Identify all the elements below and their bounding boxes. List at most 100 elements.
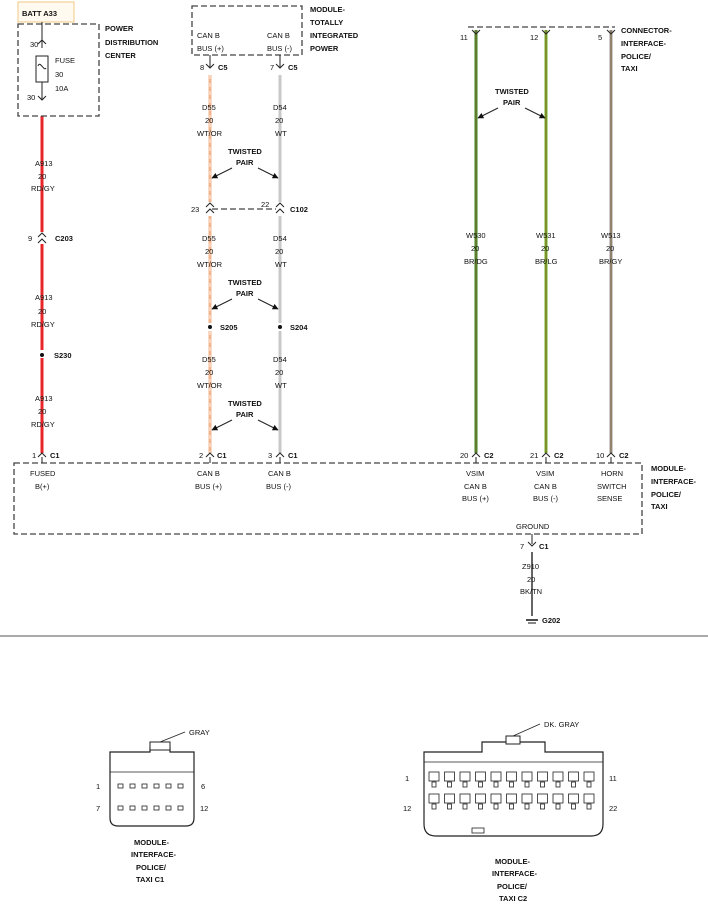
mip-pin3-name-1: CAN B	[268, 469, 291, 478]
mip-pin10-name-1: HORN	[601, 469, 623, 478]
w513-gauge: 20	[606, 244, 614, 253]
c2-name-1: MODULE-	[495, 857, 530, 866]
c2-cavity-latch	[493, 781, 499, 788]
mip-pin2-symbol	[205, 452, 215, 458]
mip-pin20-name-1: VSIM	[466, 469, 484, 478]
conn-top-name-3: POLICE/	[621, 52, 652, 61]
tipm-pin-b-name-2: BUS (-)	[267, 44, 293, 53]
mip-pin10-symbol	[606, 452, 616, 458]
s204-label: S204	[290, 323, 308, 332]
c2-cavity-latch	[462, 803, 468, 810]
tipm-pin-a-name-2: BUS (+)	[197, 44, 224, 53]
tipm-pin-b-name-1: CAN B	[267, 31, 290, 40]
d55-id-1: D55	[202, 103, 216, 112]
twisted-2-arrow-left	[211, 298, 233, 310]
conn-top-pin-5-symbol	[606, 29, 616, 35]
c2-cavity	[475, 793, 486, 804]
mip-pin20-conn: C2	[484, 451, 494, 460]
d54-gauge-1: 20	[275, 116, 283, 125]
d54-id-2: D54	[273, 234, 287, 243]
c2-cavity	[552, 771, 564, 782]
c2-cavity	[521, 793, 533, 804]
mip-pin21-name-2: CAN B	[534, 482, 557, 491]
a913-color-3: RD/GY	[31, 420, 55, 429]
c1-name-1: MODULE-	[134, 838, 169, 847]
twisted-3-line-2: PAIR	[236, 410, 254, 419]
c2-cavity-latch	[586, 781, 592, 788]
c203-symbol-top	[37, 232, 47, 238]
z910-gauge: 20	[527, 575, 535, 584]
mip-pin20-num: 20	[460, 451, 468, 460]
d54-color-1: WT	[275, 129, 287, 138]
tipm-pin-b-conn: C5	[288, 63, 298, 72]
splice-s204	[278, 325, 282, 329]
c2-cavity	[537, 771, 548, 782]
c2-cavity	[583, 793, 595, 804]
c203-symbol-bottom	[37, 238, 47, 244]
c2-cavity	[521, 771, 533, 782]
c2-cavity-latch	[447, 803, 452, 810]
fuse-element	[37, 63, 47, 70]
c203-label: C203	[55, 234, 73, 243]
tipm-pin-a-name-1: CAN B	[197, 31, 220, 40]
c2-cavity-latch	[447, 781, 452, 788]
c2-cavity-latch	[524, 781, 530, 788]
c2-cavity	[459, 793, 471, 804]
c2-pin-tr: 11	[609, 774, 617, 783]
mip-pin10-name-3: SENSE	[597, 494, 622, 503]
w530-id: W530	[466, 231, 486, 240]
pdc-name-1: POWER	[105, 24, 134, 33]
mip-pin2-conn: C1	[217, 451, 227, 460]
a913-id-2: A913	[35, 293, 53, 302]
c1-pin-tl: 1	[96, 782, 100, 791]
c2-cavity-latch	[493, 803, 499, 810]
connector-view-c2	[423, 723, 604, 837]
c1-pin-tr: 6	[201, 782, 205, 791]
c2-cavity	[428, 771, 440, 782]
tipm-box	[191, 5, 303, 56]
c2-cavity-latch	[431, 803, 437, 810]
conn-top-pin-5: 5	[598, 33, 602, 42]
c2-cavity-latch	[509, 803, 514, 810]
twisted-3-arrow-left	[211, 419, 233, 431]
splice-s205	[208, 325, 212, 329]
pdc-name-2: DISTRIBUTION	[105, 38, 158, 47]
c1-color: GRAY	[189, 728, 210, 737]
d54-id-1: D54	[273, 103, 287, 112]
c2-cavity	[444, 793, 455, 804]
c2-cavity	[428, 793, 440, 804]
c1-pin-br: 12	[200, 804, 208, 813]
d55-gauge-3: 20	[205, 368, 213, 377]
c2-pin-bl: 12	[403, 804, 411, 813]
twisted-4-arrow-right	[524, 107, 546, 119]
mip-pin21-symbol	[541, 452, 551, 458]
mip-ground-pin: 7	[520, 542, 524, 551]
mip-pin2-name-2: BUS (+)	[195, 482, 222, 491]
pdc-box	[17, 23, 100, 117]
tipm-pin-a-num: 8	[200, 63, 204, 72]
fuse-label: FUSE	[55, 56, 75, 65]
mip-pin10-name-2: SWITCH	[597, 482, 627, 491]
a913-gauge-1: 20	[38, 172, 46, 181]
mip-pin20-name-3: BUS (+)	[462, 494, 489, 503]
d55-color-2: WT/OR	[197, 260, 223, 269]
conn-top-name-4: TAXI	[621, 64, 638, 73]
s205-label: S205	[220, 323, 238, 332]
c1-pin-bl: 7	[96, 804, 100, 813]
c2-cavity-latch	[431, 781, 437, 788]
c2-cavity	[506, 771, 517, 782]
c2-cavity	[506, 793, 517, 804]
a913-id-3: A913	[35, 394, 53, 403]
c2-cavity-latch	[540, 781, 545, 788]
c2-cavity-latch	[571, 803, 576, 810]
mip-pin3-symbol	[275, 452, 285, 458]
c2-name-3: POLICE/	[497, 882, 528, 891]
mip-pin1-num: 1	[32, 451, 36, 460]
d55-color-3: WT/OR	[197, 381, 223, 390]
a913-id-1: A913	[35, 159, 53, 168]
mip-pin1-conn: C1	[50, 451, 60, 460]
twisted-3-line-1: TWISTED	[228, 399, 262, 408]
c102-b-bottom	[275, 208, 285, 214]
g202-label: G202	[542, 616, 560, 625]
